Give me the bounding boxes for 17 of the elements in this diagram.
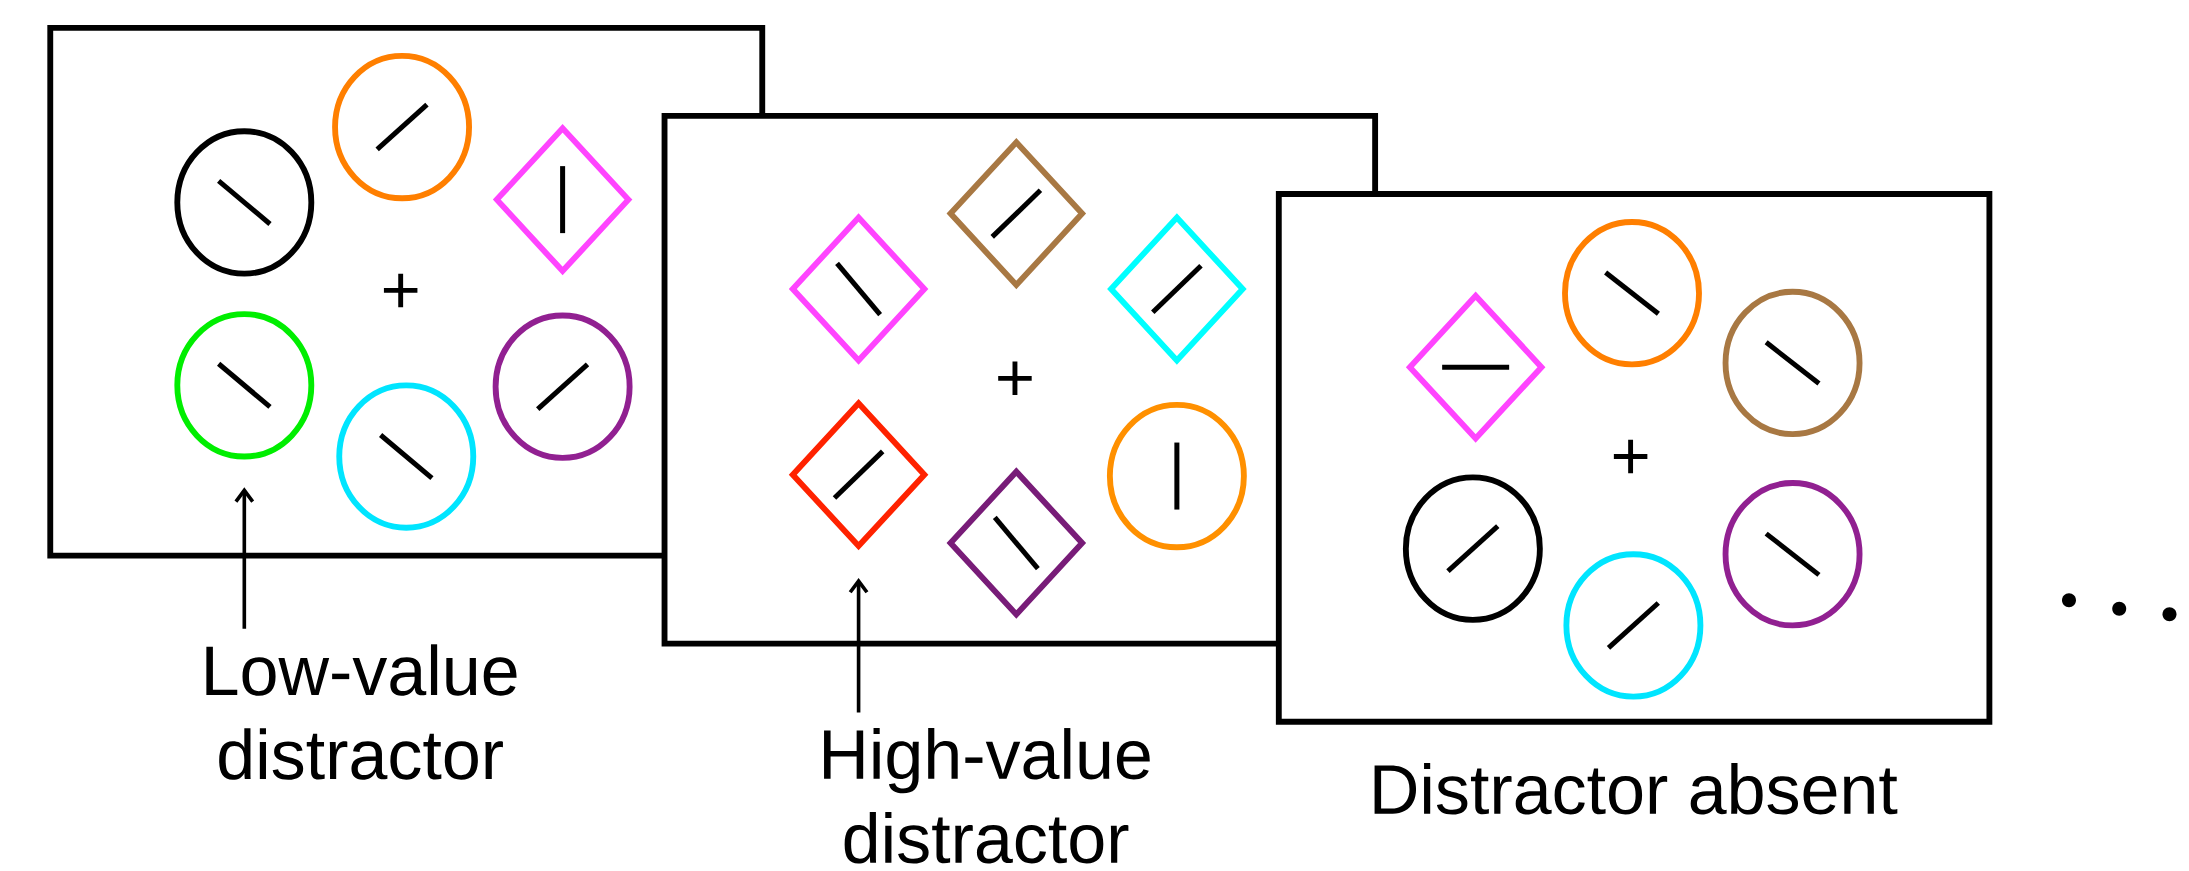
display-frame: [1275, 191, 1993, 725]
stimulus-circle: [336, 382, 477, 531]
arrow: [234, 487, 255, 629]
stimulus-circle: [1563, 551, 1704, 700]
panel-caption: Distractor absent: [1374, 763, 1898, 815]
stimulus-circle: [332, 52, 472, 202]
callout-text: High-value distractor: [824, 728, 1150, 864]
stimulus-circle: [174, 128, 315, 277]
stimulus-circle: [1402, 474, 1543, 623]
stimulus-circle: [174, 311, 315, 460]
stimulus-circle: [1722, 288, 1863, 438]
stimulus-circle: [492, 312, 633, 461]
arrow: [848, 578, 869, 713]
stimulus-circle: [1722, 480, 1863, 629]
stimulus-circle: [1562, 218, 1702, 368]
stimulus-circle: [1106, 401, 1247, 551]
callout-text: Low-value distractor: [206, 644, 517, 780]
